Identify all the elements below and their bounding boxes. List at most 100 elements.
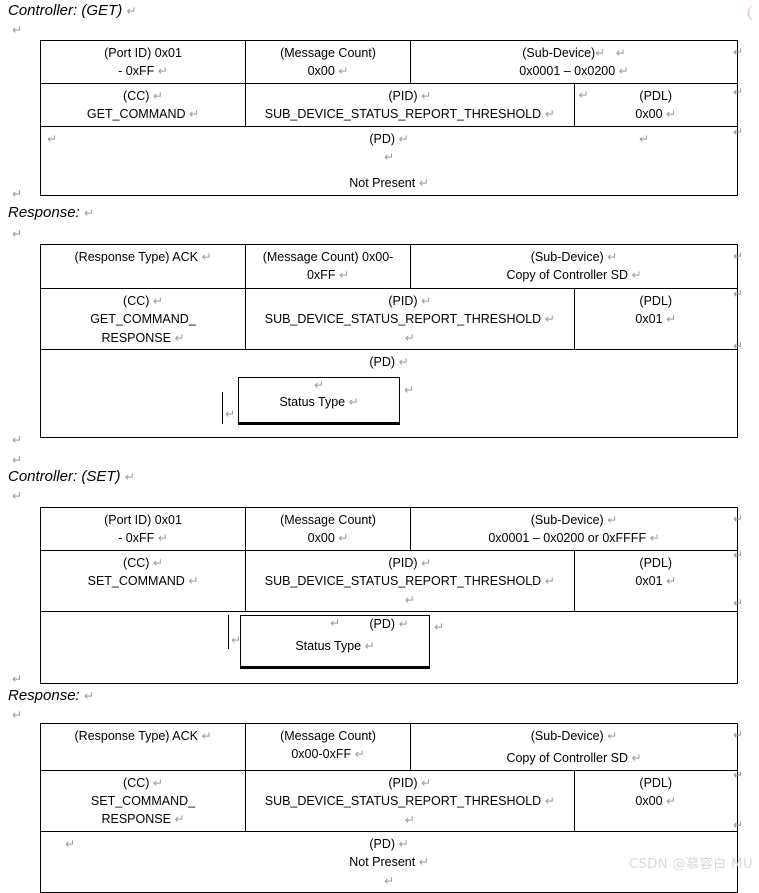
pilcrow-icon: ↵ <box>174 812 185 827</box>
cell-pdl: (PDL) 0x00 ↵ <box>573 769 738 832</box>
pilcrow-icon: ↵ <box>152 294 163 308</box>
pilcrow-icon: ↵ <box>421 555 432 570</box>
pilcrow-icon: ↵ <box>631 268 642 283</box>
pilcrow-icon: ↵ <box>338 531 349 546</box>
cell-cc: (CC) ↵ SET_COMMAND_ RESPONSE ↵ <box>40 769 246 832</box>
pilcrow-icon: ↵ <box>12 187 23 201</box>
pilcrow-icon: ↵ <box>631 751 642 766</box>
cell-line: (Sub-Device) ↵ <box>530 513 618 527</box>
heading-controller-get: Controller: (GET) ↵ <box>8 2 136 19</box>
pilcrow-icon: ↵ <box>12 453 23 467</box>
heading-set-response: Response: ↵ <box>8 687 94 704</box>
packet-table-controller-set: (Port ID) 0x01 - 0xFF ↵ (Message Count) … <box>40 507 738 684</box>
cell-pid: (PID) ↵ SUB_DEVICE_STATUS_REPORT_THRESHO… <box>245 549 575 612</box>
cell-line: (Message Count) <box>280 729 376 743</box>
cell-line: SET_COMMAND ↵ <box>87 574 199 589</box>
pilcrow-icon: ↵ <box>733 45 744 59</box>
status-box-spacer: ↵ <box>241 616 429 633</box>
cell-pdl: ↵ (PDL) 0x00 ↵ <box>573 82 738 127</box>
pilcrow-icon: ↵ <box>152 555 163 570</box>
heading-get-response-text: Response: <box>8 204 80 221</box>
cell-line: (PD) ↵ <box>369 836 409 851</box>
status-box-spacer: ↵ <box>239 378 399 395</box>
cell-line: GET_COMMAND ↵ <box>86 107 200 122</box>
cell-line: ↵ <box>248 591 572 609</box>
cell-pdl: (PDL) 0x01 ↵ <box>573 287 738 351</box>
cell-line: - 0xFF ↵ <box>118 64 168 79</box>
cell-pdl: (PDL) 0x01 ↵ <box>573 549 738 612</box>
pilcrow-icon: ↵ <box>404 383 415 397</box>
cell-line: (Port ID) 0x01 <box>104 513 182 527</box>
cell-cc: (CC) ↵ SET_COMMAND ↵ <box>40 549 246 612</box>
cell-line: Not Present ↵ <box>349 855 429 870</box>
cell-line: (PD) ↵ <box>369 616 409 631</box>
table-row: (PD) ↵ <box>40 610 738 684</box>
table-row: (Response Type) ACK ↵ (Message Count) 0x… <box>40 244 738 289</box>
packet-table-get-response: (Response Type) ACK ↵ (Message Count) 0x… <box>40 244 738 439</box>
cell-sub-device: (Sub-Device) ↵ Copy of Controller SD ↵ <box>410 723 738 771</box>
cell-line: (Port ID) 0x01 <box>104 46 182 60</box>
cell-line: (Message Count) <box>280 46 376 60</box>
pilcrow-icon: ↵ <box>12 433 23 447</box>
cell-line: (PDL) <box>639 88 673 103</box>
pilcrow-icon: ↵ <box>421 775 432 790</box>
pilcrow-icon: ↵ <box>666 793 677 808</box>
cell-line: ↵ <box>248 329 572 347</box>
cell-line: RESPONSE ↵ <box>101 330 185 345</box>
table-row: (CC) ↵ GET_COMMAND ↵ (PID) ↵ SUB_DEVICE_… <box>40 82 738 127</box>
pilcrow-icon: ↵ <box>618 64 629 79</box>
cell-line: RESPONSE ↵ <box>101 812 185 827</box>
table-row: (CC) ↵ GET_COMMAND_ RESPONSE ↵ (PID) ↵ S… <box>40 287 738 351</box>
pilcrow-icon: ↵ <box>364 639 375 653</box>
cell-line: 0xFF ↵ <box>306 268 350 283</box>
cell-response-type: (Response Type) ACK ↵ <box>40 723 246 771</box>
status-type-box-controller-set: ↵ Status Type ↵ <box>240 615 430 669</box>
watermark: CSDN @慕容白 MU <box>628 857 753 872</box>
pilcrow-icon: ↵ <box>231 633 242 647</box>
cell-cc: (CC) ↵ GET_COMMAND_ RESPONSE ↵ <box>40 287 246 351</box>
pilcrow-icon: ↵ <box>418 855 429 870</box>
pilcrow-icon: ↵ <box>225 407 236 421</box>
pilcrow-icon: ↵ <box>733 768 744 782</box>
table-row: (CC) ↵ SET_COMMAND ↵ (PID) ↵ SUB_DEVICE_… <box>40 549 738 612</box>
pilcrow-icon: ↵ <box>434 620 445 634</box>
cell-line: (Response Type) ACK ↵ <box>74 729 212 743</box>
cell-pd: (PD) ↵ <box>40 610 738 684</box>
pilcrow-icon: ↵ <box>733 249 744 263</box>
cell-line: 0x00 ↵ <box>307 531 349 546</box>
cell-line: SUB_DEVICE_STATUS_REPORT_THRESHOLD ↵ <box>264 574 555 589</box>
cell-line: (CC) ↵ <box>123 555 163 570</box>
cell-sub-device: (Sub-Device) ↵ 0x0001 – 0x0200 or 0xFFFF… <box>410 507 738 551</box>
pilcrow-icon: ↵ <box>12 23 23 37</box>
status-type-box-get-response: ↵ Status Type ↵ <box>238 377 400 425</box>
cell-sub-device: (Sub-Device)↵ ↵ 0x0001 – 0x0200 ↵ <box>410 40 738 84</box>
pilcrow-icon: ↵ <box>733 548 744 562</box>
cell-line: 0x01 ↵ <box>635 573 677 588</box>
pilcrow-icon: ↵ <box>418 176 429 191</box>
status-box-label: Status Type ↵ <box>279 395 359 409</box>
cell-line: Not Present ↵ <box>349 176 429 191</box>
heading-controller-set-text: Controller: (SET) <box>8 468 121 485</box>
pilcrow-icon: ↵ <box>201 250 212 264</box>
pilcrow-icon: ↵ <box>338 268 350 283</box>
pilcrow-icon: ↵ <box>544 107 555 122</box>
cell-line: ↵ <box>248 811 572 829</box>
pilcrow-icon: ↵ <box>201 729 212 743</box>
pilcrow-icon: ↵ <box>65 836 76 851</box>
pilcrow-icon: ↵ <box>607 729 618 743</box>
heading-set-response-text: Response: <box>8 687 80 704</box>
cell-line: SUB_DEVICE_STATUS_REPORT_THRESHOLD ↵ <box>264 794 555 809</box>
status-box-tick-mark <box>228 615 229 649</box>
table-row: ↵ ↵ (PD) ↵ ↵ Not Present ↵ <box>40 125 738 196</box>
cell-line: (PDL) <box>639 775 673 790</box>
pilcrow-icon: ↵ <box>544 312 555 327</box>
pilcrow-icon: ↵ <box>733 85 744 99</box>
status-box-label: Status Type ↵ <box>295 639 375 653</box>
pilcrow-icon: ↵ <box>639 131 650 146</box>
cell-line: 0x00 ↵ <box>307 64 349 79</box>
pilcrow-icon: ↵ <box>126 4 137 18</box>
pilcrow-icon: ↵ <box>174 330 185 345</box>
cell-cc: (CC) ↵ GET_COMMAND ↵ <box>40 82 246 127</box>
pilcrow-icon: ↵ <box>733 287 744 301</box>
pilcrow-icon: ↵ <box>404 592 415 607</box>
